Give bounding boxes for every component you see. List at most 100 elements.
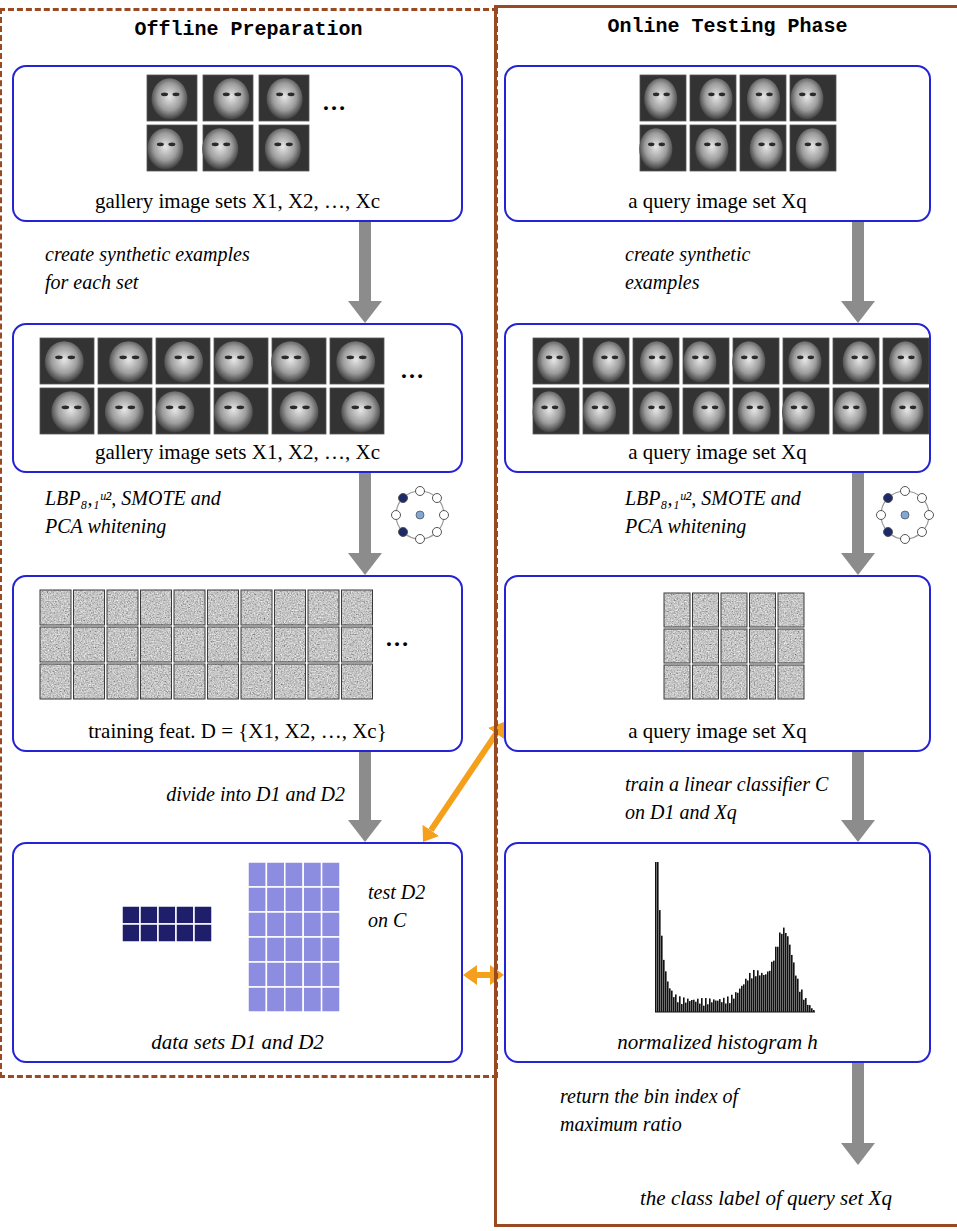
histogram-bar bbox=[795, 976, 797, 1012]
edge-label: train a linear classifier C on D1 and Xq bbox=[625, 770, 839, 826]
histogram-bar bbox=[761, 973, 763, 1012]
face-image bbox=[583, 338, 629, 384]
face-image bbox=[733, 388, 779, 434]
data-cell bbox=[266, 962, 284, 987]
data-cell bbox=[248, 887, 266, 912]
histogram-bar bbox=[807, 1005, 809, 1012]
histogram-bar bbox=[789, 945, 791, 1012]
tile-frame bbox=[275, 590, 306, 625]
data-cell bbox=[248, 937, 266, 962]
lbp-neighbour bbox=[901, 535, 910, 544]
face-image bbox=[633, 388, 679, 434]
histogram-bar bbox=[695, 1002, 697, 1012]
tile-frame bbox=[174, 664, 205, 699]
tile-frame bbox=[721, 593, 747, 627]
histogram-bar bbox=[701, 998, 703, 1012]
feature-tile bbox=[40, 664, 71, 699]
data-cell bbox=[285, 862, 303, 887]
data-cell bbox=[303, 987, 321, 1012]
histogram-bar bbox=[757, 970, 759, 1012]
lbp-neighbour bbox=[884, 527, 893, 536]
face-thumbnails bbox=[639, 75, 836, 171]
histogram-bar bbox=[687, 999, 689, 1012]
face-image bbox=[271, 338, 326, 384]
tile-frame bbox=[778, 665, 804, 699]
data-cell bbox=[285, 887, 303, 912]
data-block bbox=[248, 862, 340, 1012]
face-image bbox=[147, 75, 197, 121]
tile-frame bbox=[141, 627, 172, 662]
feature-tile bbox=[778, 665, 804, 699]
histogram-bar bbox=[691, 1000, 693, 1012]
face-image bbox=[883, 388, 929, 434]
flow-arrow bbox=[359, 222, 371, 301]
histogram-bar bbox=[797, 979, 799, 1012]
feature-tile bbox=[721, 665, 747, 699]
label-box: the class label of query set Xq bbox=[640, 1184, 892, 1213]
tile-frame bbox=[107, 590, 138, 625]
tile-frame bbox=[241, 590, 272, 625]
histogram-bar bbox=[803, 1000, 805, 1012]
histogram-bar bbox=[729, 1003, 731, 1012]
result-arrow bbox=[841, 1063, 875, 1165]
data-cell bbox=[285, 962, 303, 987]
data-cell bbox=[122, 906, 140, 924]
region-title: Online Testing Phase bbox=[497, 8, 957, 38]
box-label: a query image set Xq bbox=[628, 440, 806, 465]
face-image bbox=[40, 388, 94, 434]
face-image bbox=[633, 338, 679, 384]
data-cell bbox=[140, 924, 158, 942]
histogram-bar bbox=[725, 1003, 727, 1012]
data-cell bbox=[248, 987, 266, 1012]
process-box: a query image set Xq bbox=[504, 323, 931, 473]
tile-frame bbox=[342, 627, 373, 662]
edge-label-box: test D2 on C bbox=[368, 878, 432, 934]
tile-frame bbox=[750, 593, 776, 627]
tile-frame bbox=[40, 664, 71, 699]
feature-tile bbox=[107, 664, 138, 699]
tile-frame bbox=[74, 627, 105, 662]
histogram-bar bbox=[667, 981, 669, 1012]
feature-tile bbox=[275, 590, 306, 625]
edge-label-box: LBP₈,₁ᵘ², SMOTE and PCA whitening bbox=[45, 484, 250, 540]
histogram-bar bbox=[809, 1005, 811, 1012]
histogram-bar bbox=[743, 984, 745, 1012]
histogram-bar bbox=[661, 936, 663, 1012]
process-box: a query image set Xq bbox=[504, 575, 931, 752]
face-image bbox=[214, 388, 268, 434]
histogram-bar bbox=[781, 934, 783, 1012]
face-image bbox=[98, 338, 152, 384]
tile-frame bbox=[693, 629, 719, 663]
flow-arrow bbox=[852, 222, 864, 301]
histogram-bar bbox=[715, 1001, 717, 1012]
face-image bbox=[683, 388, 729, 434]
region-title: Offline Preparation bbox=[2, 11, 495, 41]
data-cell bbox=[176, 906, 194, 924]
histogram-bar bbox=[697, 999, 699, 1012]
tile-frame bbox=[141, 664, 172, 699]
histogram-bar bbox=[731, 995, 733, 1012]
histogram-bar bbox=[707, 1004, 709, 1012]
face-image bbox=[259, 125, 309, 171]
ellipsis: … bbox=[400, 354, 424, 388]
flow-arrow bbox=[359, 473, 371, 553]
feature-tile bbox=[721, 593, 747, 627]
face-image bbox=[690, 75, 736, 121]
data-cell bbox=[322, 962, 340, 987]
edge-label-box: create synthetic examples bbox=[625, 240, 805, 296]
histogram-bar bbox=[779, 932, 781, 1012]
data-cell bbox=[322, 912, 340, 937]
ellipsis: … bbox=[385, 622, 409, 656]
feature-tile bbox=[141, 664, 172, 699]
face-image bbox=[203, 75, 253, 121]
flow-arrow bbox=[852, 752, 864, 820]
histogram-bar bbox=[689, 1001, 691, 1012]
lbp-icon bbox=[392, 487, 449, 544]
process-box: a query image set Xq bbox=[504, 65, 931, 222]
data-cell bbox=[303, 912, 321, 937]
tile-frame bbox=[664, 593, 690, 627]
edge-label-box: create synthetic examples for each set bbox=[45, 240, 273, 296]
arrow-label: return the bin index of maximum ratio bbox=[560, 1082, 780, 1138]
feature-tile bbox=[174, 627, 205, 662]
